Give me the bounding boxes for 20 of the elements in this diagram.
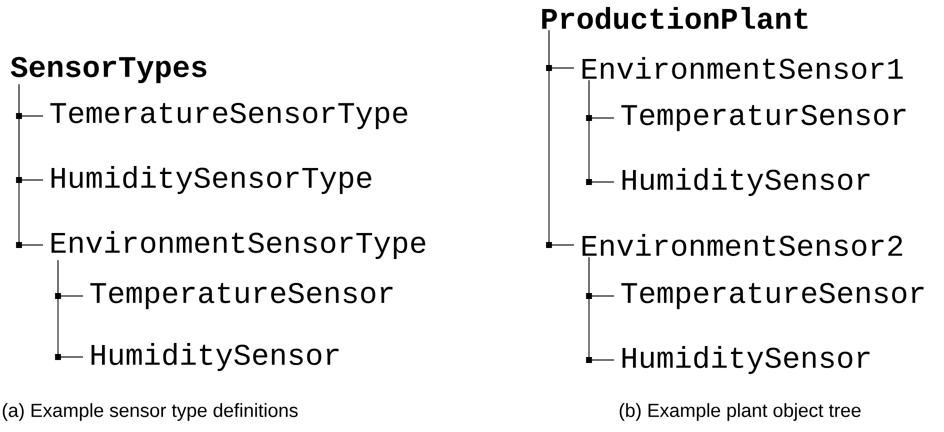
tree-item-label: HumiditySensor xyxy=(622,168,870,196)
tree-connector xyxy=(586,80,614,185)
tree-connector xyxy=(546,30,574,248)
tree-item-label: EnvironmentSensorType xyxy=(52,231,426,259)
tree-item-label: EnvironmentSensor2 xyxy=(582,234,902,256)
tree-item-label: TemperatureSensor xyxy=(621,282,924,310)
tree-root-label: SensorTypes xyxy=(10,56,206,84)
caption: (b) Example plant object tree xyxy=(620,403,861,421)
tree-item-label: TemperaturSensor xyxy=(621,104,906,132)
tree-item-label: TemperatureSensor xyxy=(90,282,392,310)
caption: (a) Example sensor type definitions xyxy=(2,403,298,421)
tree-connector xyxy=(586,256,614,363)
tree-item-label: HumiditySensorType xyxy=(52,166,372,194)
tree-connector xyxy=(55,260,84,360)
tree-item-label: HumiditySensor xyxy=(92,343,338,371)
tree-item-label: HumiditySensor xyxy=(622,346,870,374)
tree-connector xyxy=(16,84,44,248)
tree-item-label: TemeratureSensorType xyxy=(50,102,408,130)
tree-item-label: EnvironmentSensor1 xyxy=(582,57,903,80)
tree-root-label: ProductionPlant xyxy=(542,7,808,30)
